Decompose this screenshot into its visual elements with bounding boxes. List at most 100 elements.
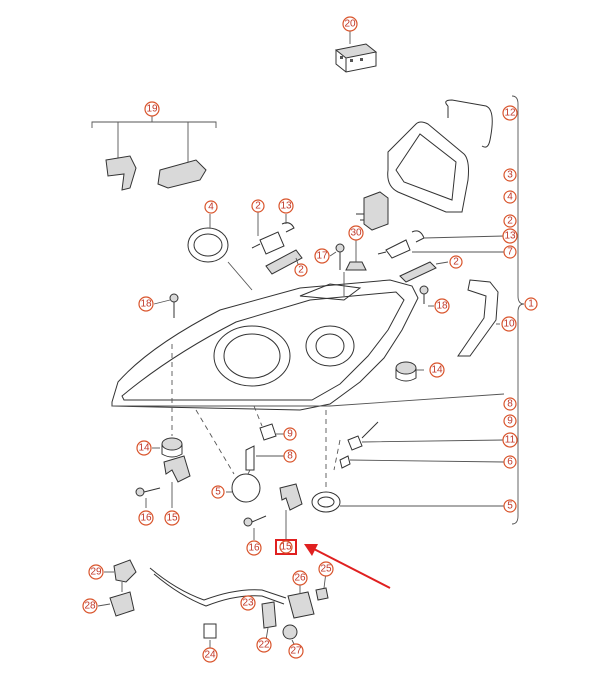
group-bracket bbox=[511, 95, 525, 525]
svg-text:8: 8 bbox=[287, 451, 293, 462]
part-4-ring-left bbox=[187, 214, 229, 263]
svg-text:15: 15 bbox=[280, 542, 292, 553]
part-4-lamp-right bbox=[356, 191, 389, 231]
part-30-cap bbox=[345, 261, 367, 271]
svg-text:17: 17 bbox=[316, 251, 328, 262]
callout-1: 1 bbox=[524, 297, 538, 311]
svg-text:15: 15 bbox=[166, 513, 178, 524]
callout-17: 17 bbox=[314, 248, 330, 264]
part-5-cap-left bbox=[195, 409, 261, 503]
svg-text:5: 5 bbox=[507, 501, 513, 512]
svg-text:1: 1 bbox=[528, 299, 534, 310]
svg-text:23: 23 bbox=[242, 598, 254, 609]
svg-text:9: 9 bbox=[287, 429, 293, 440]
callout-20: 20 bbox=[342, 16, 358, 32]
svg-text:29: 29 bbox=[90, 567, 102, 578]
svg-text:28: 28 bbox=[84, 601, 96, 612]
callout-5-left: 5 bbox=[211, 485, 225, 499]
callout-4-right: 4 bbox=[503, 190, 517, 204]
callout-9-right: 9 bbox=[503, 414, 517, 428]
callout-8-left: 8 bbox=[283, 449, 297, 463]
callout-27: 27 bbox=[288, 643, 304, 659]
callout-13-top-left: 13 bbox=[278, 198, 294, 214]
part-bulb-right bbox=[377, 230, 505, 283]
callout-14-left: 14 bbox=[136, 440, 152, 456]
svg-text:19: 19 bbox=[146, 104, 158, 115]
callout-29: 29 bbox=[88, 564, 104, 580]
headlight-housing bbox=[111, 261, 505, 411]
svg-text:3: 3 bbox=[507, 170, 513, 181]
callout-9-left: 9 bbox=[283, 427, 297, 441]
part-10-trim-strip bbox=[457, 279, 499, 357]
svg-text:16: 16 bbox=[248, 543, 260, 554]
part-28-bracket bbox=[97, 582, 135, 617]
callout-2-right-mid: 2 bbox=[449, 255, 463, 269]
part-5-cap-right bbox=[311, 410, 504, 513]
svg-text:11: 11 bbox=[505, 435, 516, 446]
highlight-box bbox=[275, 539, 297, 555]
part-16-screw-left bbox=[135, 487, 161, 508]
svg-text:2: 2 bbox=[507, 216, 513, 227]
part-20-connector-box bbox=[334, 30, 378, 73]
callout-7: 7 bbox=[503, 245, 517, 259]
callout-10: 10 bbox=[501, 316, 517, 332]
svg-text:6: 6 bbox=[507, 457, 513, 468]
svg-text:26: 26 bbox=[294, 573, 306, 584]
svg-text:16: 16 bbox=[140, 513, 152, 524]
callout-22: 22 bbox=[256, 637, 272, 653]
callout-16-right: 16 bbox=[246, 540, 262, 556]
callout-12: 12 bbox=[502, 105, 518, 121]
callout-15-highlighted: 15 bbox=[279, 540, 293, 554]
callout-4-left: 4 bbox=[204, 200, 218, 214]
svg-text:10: 10 bbox=[503, 319, 515, 330]
svg-text:13: 13 bbox=[504, 231, 516, 242]
svg-text:18: 18 bbox=[140, 299, 152, 310]
callout-18-left: 18 bbox=[138, 296, 154, 312]
callout-23: 23 bbox=[240, 595, 256, 611]
svg-text:30: 30 bbox=[350, 228, 362, 239]
callout-3: 3 bbox=[503, 168, 517, 182]
svg-text:25: 25 bbox=[320, 564, 332, 575]
part-15-bracket-right bbox=[279, 483, 303, 540]
part-26-valve bbox=[287, 582, 315, 619]
callout-25: 25 bbox=[318, 561, 334, 577]
callout-13-right: 13 bbox=[502, 228, 518, 244]
callout-14-right: 14 bbox=[429, 362, 445, 378]
callout-2-left-mid: 2 bbox=[294, 263, 308, 277]
svg-text:5: 5 bbox=[215, 487, 221, 498]
svg-text:4: 4 bbox=[208, 202, 214, 213]
part-12-wire-clip bbox=[445, 99, 493, 148]
callout-30: 30 bbox=[348, 225, 364, 241]
callout-19: 19 bbox=[144, 101, 160, 117]
svg-text:14: 14 bbox=[138, 443, 150, 454]
pointer-arrow bbox=[304, 544, 391, 589]
svg-text:18: 18 bbox=[436, 301, 448, 312]
svg-text:8: 8 bbox=[507, 399, 513, 410]
callout-2-right-top: 2 bbox=[503, 214, 517, 228]
part-29-connector bbox=[104, 559, 137, 583]
callout-2-top-left: 2 bbox=[251, 199, 265, 213]
part-18-screw-left bbox=[153, 293, 179, 318]
part-19-brackets bbox=[91, 114, 217, 191]
svg-text:14: 14 bbox=[431, 365, 443, 376]
callout-11: 11 bbox=[502, 432, 518, 448]
svg-text:20: 20 bbox=[344, 19, 356, 30]
part-16-screw-right bbox=[243, 515, 267, 540]
part-17-screw bbox=[329, 243, 345, 270]
svg-text:2: 2 bbox=[255, 201, 261, 212]
svg-text:2: 2 bbox=[298, 265, 304, 276]
part-bulb-left bbox=[251, 212, 303, 275]
callout-28: 28 bbox=[82, 598, 98, 614]
svg-text:27: 27 bbox=[290, 646, 302, 657]
part-23-tube bbox=[149, 567, 287, 607]
part-18-screw-right bbox=[419, 285, 434, 307]
callout-26: 26 bbox=[292, 570, 308, 586]
part-9-8-bulb-socket bbox=[245, 405, 284, 479]
part-15-bracket-left bbox=[163, 455, 191, 508]
callout-15-left: 15 bbox=[164, 510, 180, 526]
svg-text:24: 24 bbox=[204, 650, 216, 661]
svg-text:4: 4 bbox=[507, 192, 513, 203]
svg-text:12: 12 bbox=[504, 108, 516, 119]
part-22-pump bbox=[261, 601, 277, 641]
